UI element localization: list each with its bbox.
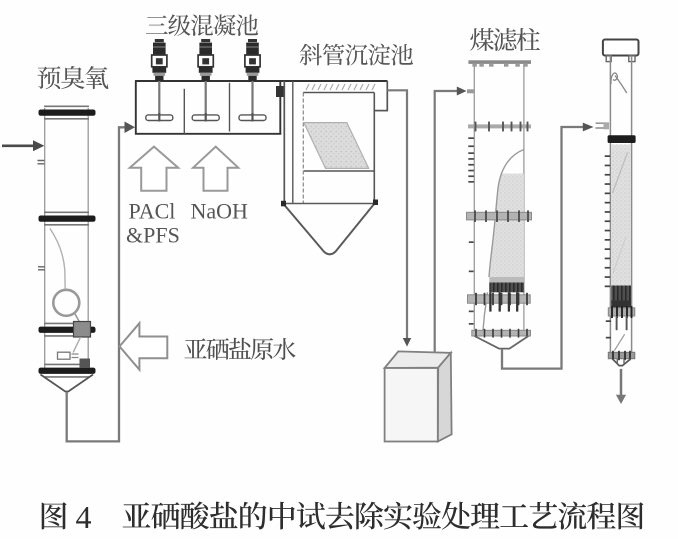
- svg-text:4: 4: [76, 499, 92, 535]
- svg-text:NaOH: NaOH: [191, 199, 249, 224]
- svg-text:&PFS: &PFS: [126, 222, 180, 247]
- svg-text:PACl: PACl: [129, 199, 176, 224]
